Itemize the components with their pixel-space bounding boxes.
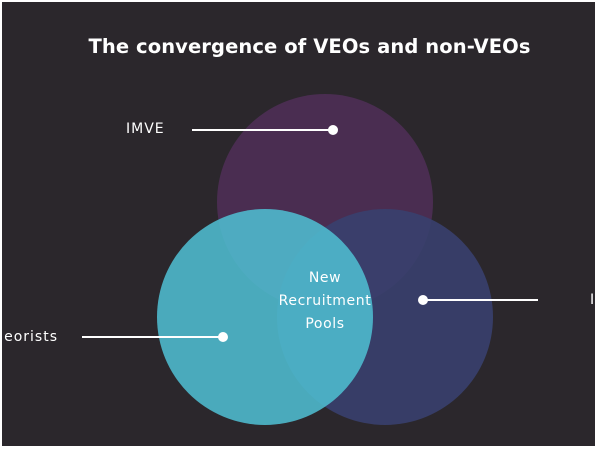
center-line-2: Recruitment	[278, 293, 372, 309]
center-line-1: New	[308, 270, 342, 286]
diagram-title: The convergence of VEOs and non-VEOs	[88, 35, 531, 58]
connector-dot-imve	[328, 125, 338, 135]
slide: The convergence of VEOs and non-VEOs IMV…	[2, 2, 595, 446]
circle-theorists	[157, 209, 373, 425]
label-right: I	[590, 292, 595, 308]
connector-dot-right	[418, 295, 428, 305]
label-theorists: heorists	[2, 329, 58, 345]
center-label: New Recruitment Pools	[260, 267, 390, 336]
venn-diagram	[82, 94, 538, 425]
center-line-3: Pools	[305, 316, 345, 332]
connector-dot-theorists	[218, 332, 228, 342]
label-imve: IMVE	[126, 121, 165, 137]
